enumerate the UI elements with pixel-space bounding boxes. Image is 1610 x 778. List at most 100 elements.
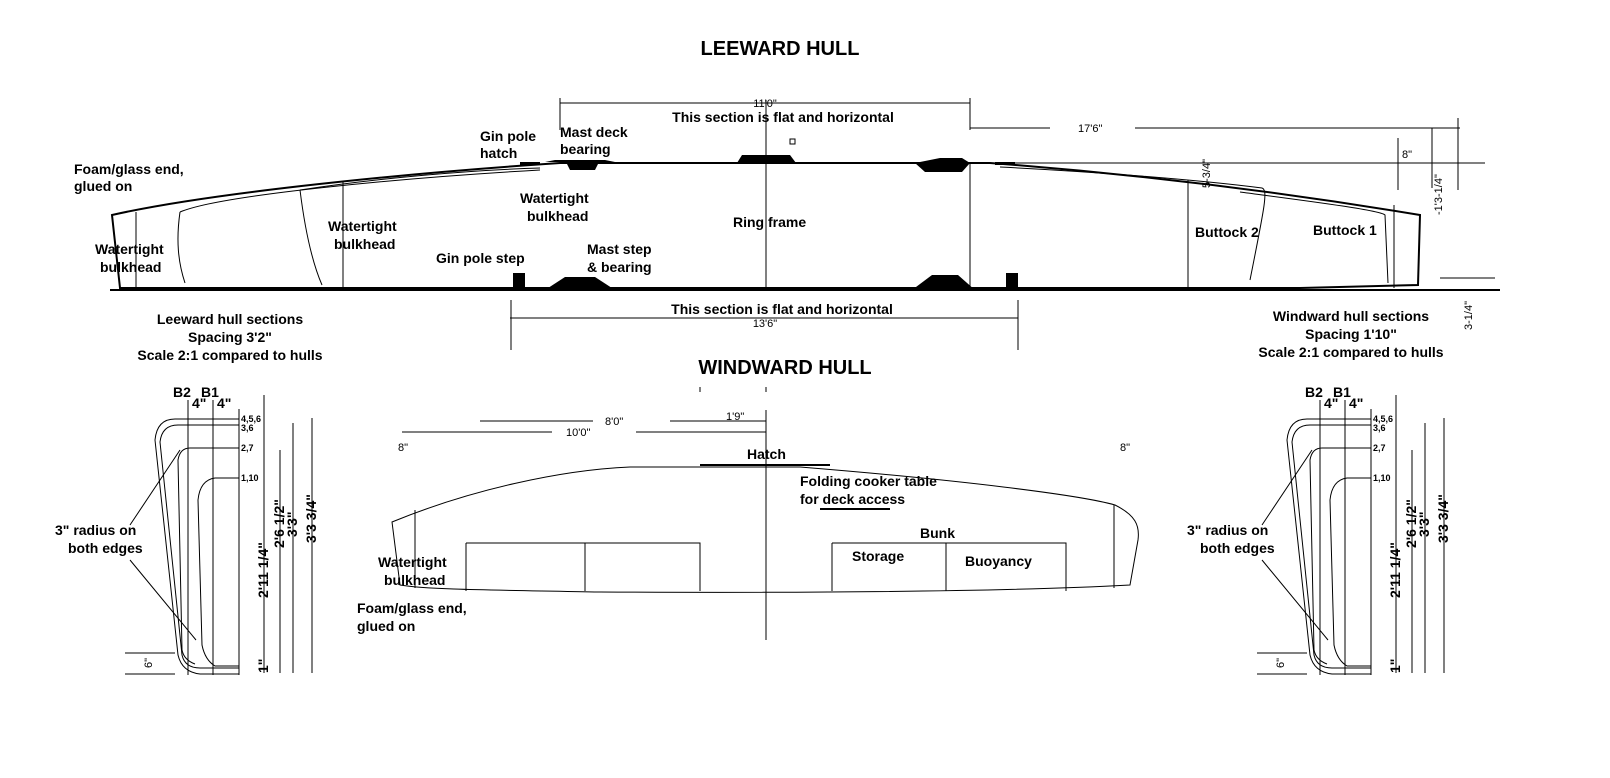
height-2-11-1-4: 2'11 1/4": [1387, 542, 1403, 598]
height-dim-lines: [263, 395, 313, 673]
buttock-1-label: Buttock 1: [1313, 222, 1377, 238]
leeward-hull: LEEWARD HULL 11'0" This section is flat …: [74, 38, 1500, 350]
dim-17-6: 17'6": [1078, 123, 1102, 135]
spacing-4: 4": [1324, 395, 1338, 411]
windward-hull: WINDWARD HULL 8'0" 1'9" 10'0" 8" 8" Hatc…: [357, 357, 1139, 640]
spacing-4: 4": [192, 395, 206, 411]
ring-frame-label: Ring frame: [733, 214, 806, 230]
section-outline: [1309, 447, 1371, 665]
height-dim-lines: [1395, 395, 1445, 673]
bunk-label: Bunk: [920, 525, 955, 541]
gin-pole-step-block: [513, 273, 525, 289]
foam-end-label: Foam/glass end,glued on: [357, 600, 467, 634]
spacing-4: 4": [217, 395, 231, 411]
windward-hull-outline: [391, 466, 1139, 593]
flat-top-label: This section is flat and horizontal: [672, 109, 894, 125]
mast-deck-bearing-block: [565, 160, 600, 170]
leeward-hull-outline: [110, 162, 1422, 289]
section-outline: [197, 477, 239, 667]
dim-8-left: 8": [398, 442, 408, 454]
buttock-line: [179, 169, 541, 213]
height-3-3-3-4: 3'3 3/4": [303, 494, 319, 543]
section-outline: [177, 447, 239, 665]
windward-title: WINDWARD HULL: [698, 357, 871, 379]
dim-11-0: 11'0": [753, 98, 777, 110]
radius-leaders: [1261, 449, 1329, 641]
dim-1-3-1-4: -1'3-1/4": [1433, 174, 1445, 215]
bottom-1: 1": [1387, 659, 1403, 673]
dim-13-6: 13'6": [753, 318, 777, 330]
dim-line-13-6: [510, 300, 1019, 350]
dim-8-0: 8'0": [605, 416, 623, 428]
b2-label: B2: [1305, 384, 1323, 400]
hatch-label: Hatch: [747, 446, 786, 462]
buttock-lines: [1319, 400, 1372, 675]
storage-label: Storage: [852, 548, 904, 564]
dim-5-3-4: 5-3/4": [1201, 159, 1213, 188]
dim-8: 8": [1402, 149, 1412, 161]
ring-frame-deck-block: [737, 155, 796, 163]
station-3-6: 3,6: [241, 423, 254, 433]
station-1-10: 1,10: [1373, 473, 1391, 483]
dim-10-0: 10'0": [566, 427, 590, 439]
dim-line-11-0: [559, 98, 971, 130]
section-outline: [159, 424, 239, 669]
dim-line-6: [1257, 652, 1307, 675]
section-outline: [154, 418, 239, 675]
deck-block-aft: [915, 158, 970, 172]
height-2-6-1-2: 2'6 1/2": [1403, 499, 1419, 548]
spacing-4: 4": [1349, 395, 1363, 411]
dim-6: 6": [143, 658, 155, 668]
buttock-line: [299, 167, 541, 286]
b1-label: B1: [1333, 384, 1351, 400]
step-block-aft: [912, 275, 975, 290]
buoyancy-label: Buoyancy: [965, 553, 1032, 569]
b1-label: B1: [201, 384, 219, 400]
height-2-6-1-2: 2'6 1/2": [271, 499, 287, 548]
buttock-1-line: [1239, 191, 1389, 284]
height-3-3-3-4: 3'3 3/4": [1435, 494, 1451, 543]
station-4-5-6: 4,5,6: [241, 414, 261, 424]
section-outline: [1329, 477, 1371, 667]
dim-8-right: 8": [1120, 442, 1130, 454]
station-3-6: 3,6: [1373, 423, 1386, 433]
dim-3-1-4: 3-1/4": [1463, 301, 1475, 330]
b2-label: B2: [173, 384, 191, 400]
mast-step-block: [545, 277, 615, 290]
bulkhead-lines: [414, 505, 1115, 588]
buttock-lines: [187, 400, 240, 675]
small-marker: [789, 138, 796, 145]
buttock-line: [177, 211, 186, 284]
bottom-1: 1": [255, 659, 271, 673]
height-3-3: 3'3": [1416, 511, 1432, 537]
section-outline: [1286, 418, 1371, 675]
gin-pole-step-label: Gin pole step: [436, 250, 525, 266]
bunk-compartments: [831, 542, 1067, 591]
dim-line-3-1-4: [1440, 277, 1495, 291]
section-outline: [1291, 424, 1371, 669]
station-4-5-6: 4,5,6: [1373, 414, 1393, 424]
step-block: [1006, 273, 1018, 289]
leeward-title: LEEWARD HULL: [701, 38, 860, 60]
hull-section-view: B2 B1 4" 4" 4,5,6 3,6 2,7 1,10 2'11 1/4"…: [1187, 384, 1451, 675]
buttock-2-label: Buttock 2: [1195, 224, 1259, 240]
dim-6: 6": [1275, 658, 1287, 668]
flat-bottom-label: This section is flat and horizontal: [671, 301, 893, 317]
hull-section-view: B2 B1 4" 4" 4,5,6 3,6 2,7 1,10 2'11 1/4"…: [55, 384, 319, 675]
dim-line-6: [125, 652, 175, 675]
station-1-10: 1,10: [241, 473, 259, 483]
dim-line-17-6: [970, 118, 1460, 190]
station-2-7: 2,7: [1373, 443, 1386, 453]
